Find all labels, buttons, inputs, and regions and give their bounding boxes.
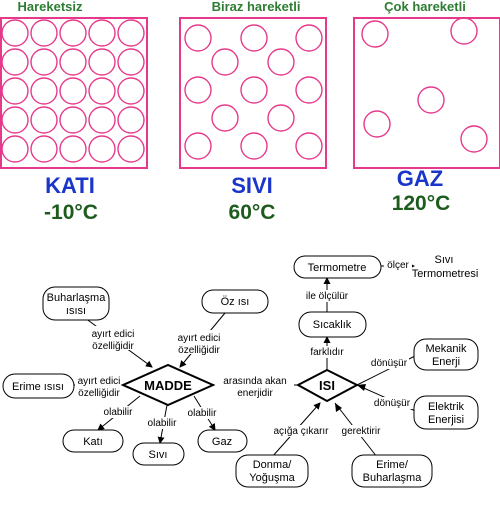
- svg-text:ısısı: ısısı: [66, 305, 86, 317]
- link-donusur1: dönüşür: [371, 358, 408, 369]
- link-ayirt3-a: ayırt edici: [78, 376, 121, 387]
- svg-text:Öz ısı: Öz ısı: [221, 296, 250, 308]
- svg-text:Yoğuşma: Yoğuşma: [249, 472, 295, 484]
- svg-text:Erime ısısı: Erime ısısı: [12, 381, 64, 393]
- state-temp-liquid: 60°C: [229, 201, 276, 224]
- svg-text:Donma/: Donma/: [253, 459, 292, 471]
- svg-text:Erime/: Erime/: [376, 459, 409, 471]
- solid-particle: [88, 48, 116, 76]
- solid-particle: [1, 48, 29, 76]
- solid-particle: [30, 135, 58, 163]
- solid-particle: [1, 135, 29, 163]
- solid-particle: [30, 19, 58, 47]
- node-sicaklik: Sıcaklık: [298, 311, 367, 338]
- link-donusur2: dönüşür: [374, 398, 411, 409]
- node-sivi: Sıvı: [132, 442, 185, 466]
- svg-text:Enerji: Enerji: [432, 356, 460, 368]
- link-ayirt2-a: ayırt edici: [178, 333, 221, 344]
- link-ile-olculur: ile ölçülür: [306, 291, 349, 302]
- node-termometre: Termometre: [293, 255, 382, 279]
- link-arasinda-akan: arasında akan: [223, 376, 286, 387]
- solid-particle: [1, 77, 29, 105]
- svg-text:Sıvı: Sıvı: [435, 254, 454, 266]
- header-liquid: Biraz hareketli: [212, 0, 301, 14]
- solid-particle: [117, 48, 145, 76]
- link-farklidir: farklıdır: [310, 347, 344, 358]
- svg-text:Mekanik: Mekanik: [426, 343, 467, 355]
- solid-particle: [88, 19, 116, 47]
- node-kati: Katı: [62, 429, 124, 453]
- link-ayirt1-b: özelliğidir: [92, 341, 134, 352]
- solid-particle: [88, 106, 116, 134]
- svg-text:MADDE: MADDE: [144, 378, 192, 393]
- svg-text:Katı: Katı: [83, 436, 103, 448]
- node-madde: MADDE: [120, 363, 216, 407]
- link-ayirt3-b: özelliğidir: [78, 388, 120, 399]
- solid-particle: [117, 19, 145, 47]
- link-labels: ölçer ile ölçülür farklıdır arasında aka…: [75, 259, 412, 437]
- solid-particle: [59, 135, 87, 163]
- node-gaz: Gaz: [197, 429, 248, 453]
- svg-text:Buharlaşma: Buharlaşma: [47, 292, 107, 304]
- liquid-particle-box: [179, 17, 327, 169]
- node-isi: ISI: [295, 368, 360, 403]
- solid-particle: [88, 77, 116, 105]
- node-buharlasma-isisi: Buharlaşma ısısı: [42, 286, 110, 321]
- svg-text:Elektrik: Elektrik: [428, 401, 465, 413]
- solid-particle: [30, 106, 58, 134]
- state-name-solid: KATI: [45, 173, 95, 198]
- state-name-gas: GAZ: [397, 166, 443, 191]
- solid-particle: [59, 106, 87, 134]
- header-gas: Çok hareketli: [384, 0, 466, 14]
- gas-particle-box: [353, 17, 500, 169]
- node-sivi-termometresi: Sıvı Termometresi: [412, 254, 479, 280]
- solid-particle: [1, 106, 29, 134]
- solid-particle: [117, 77, 145, 105]
- link-olabilir1: olabilir: [104, 407, 134, 418]
- solid-particle: [117, 135, 145, 163]
- header-solid: Hareketsiz: [17, 0, 83, 14]
- svg-text:Enerjisi: Enerjisi: [428, 414, 464, 426]
- solid-particle: [1, 19, 29, 47]
- svg-text:Sıcaklık: Sıcaklık: [313, 319, 352, 331]
- svg-text:ISI: ISI: [319, 378, 335, 393]
- svg-text:Gaz: Gaz: [212, 436, 232, 448]
- state-name-liquid: SIVI: [231, 173, 273, 198]
- link-enerjidir: enerjidir: [237, 388, 273, 399]
- solid-particle: [30, 77, 58, 105]
- solid-particle-box: [0, 17, 148, 169]
- svg-text:Buharlaşma: Buharlaşma: [363, 472, 423, 484]
- node-oz-isi: Öz ısı: [201, 289, 269, 314]
- solid-particle: [30, 48, 58, 76]
- link-olcer: ölçer: [387, 260, 409, 271]
- node-erime-isisi: Erime ısısı: [2, 373, 75, 399]
- link-aciga-cikarir: açığa çıkarır: [273, 426, 329, 437]
- link-ayirt2-b: özelliğidir: [178, 345, 220, 356]
- node-elektrik-enerjisi: Elektrik Enerjisi: [413, 395, 479, 430]
- node-mekanik-enerji: Mekanik Enerji: [413, 338, 479, 371]
- link-gerektirir: gerektirir: [342, 426, 382, 437]
- node-erime-buharlasma: Erime/ Buharlaşma: [351, 454, 433, 488]
- svg-text:Termometresi: Termometresi: [412, 268, 479, 280]
- link-olabilir3: olabilir: [188, 408, 218, 419]
- solid-particle: [59, 77, 87, 105]
- solid-particle: [59, 48, 87, 76]
- state-temp-solid: -10°C: [44, 201, 98, 224]
- svg-text:Sıvı: Sıvı: [149, 449, 168, 461]
- svg-text:Termometre: Termometre: [308, 262, 367, 274]
- solid-particle: [59, 19, 87, 47]
- link-olabilir2: olabilir: [148, 418, 178, 429]
- solid-particle: [117, 106, 145, 134]
- link-ayirt1-a: ayırt edici: [92, 329, 135, 340]
- solid-particle: [88, 135, 116, 163]
- node-donma-yogusma: Donma/ Yoğuşma: [235, 454, 309, 488]
- state-temp-gas: 120°C: [392, 192, 451, 215]
